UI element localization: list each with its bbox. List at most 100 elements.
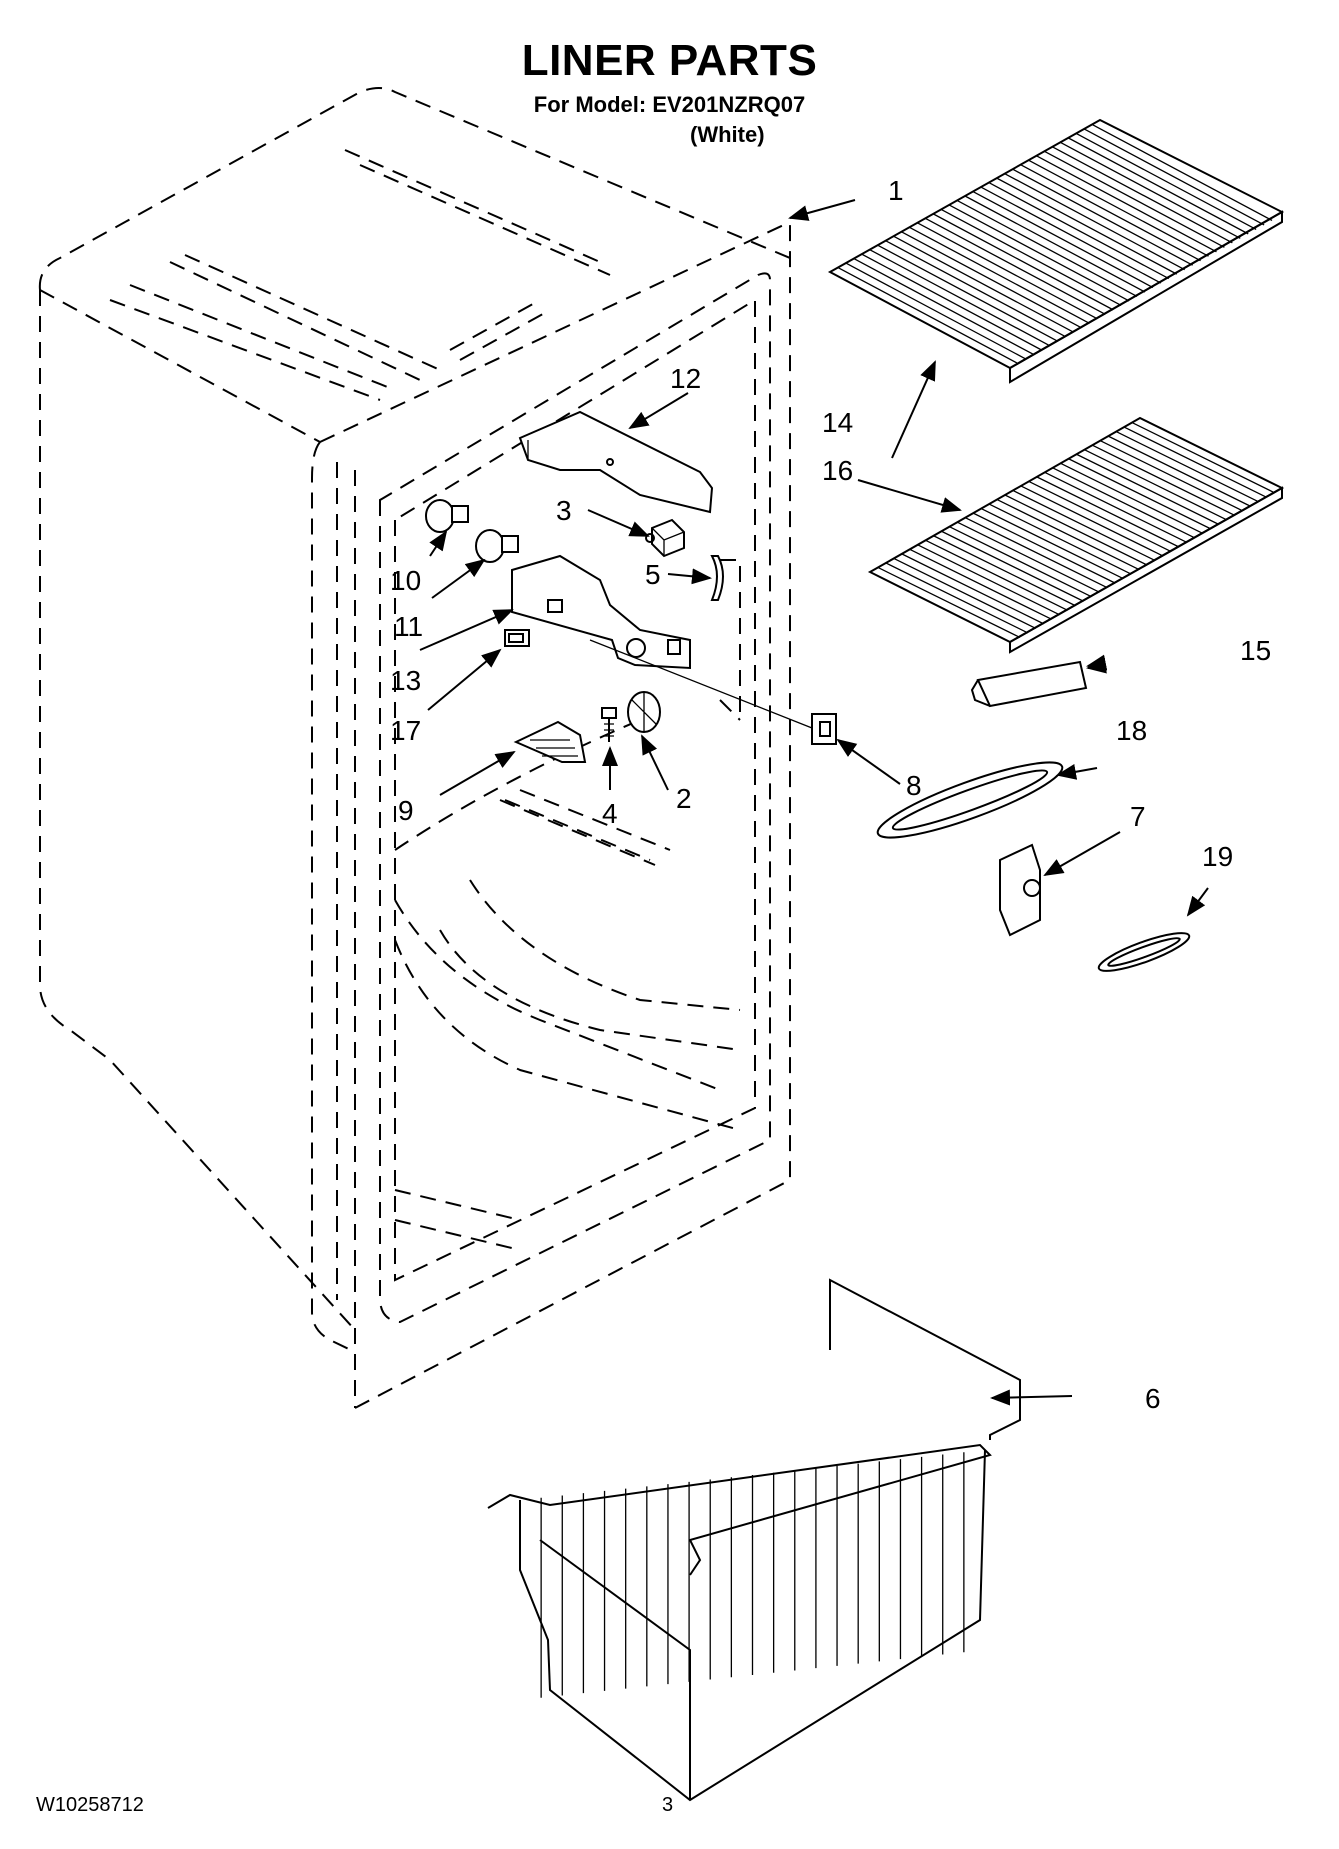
callout-7: 7 xyxy=(1130,801,1146,832)
wire-line xyxy=(957,521,1100,593)
wire-line xyxy=(933,535,1076,607)
wire-line xyxy=(1075,132,1257,230)
air-vent-small-part xyxy=(1097,932,1191,972)
wire-line xyxy=(1091,123,1273,222)
wire-line xyxy=(1123,426,1267,498)
callout-9: 9 xyxy=(398,795,414,826)
wire-line xyxy=(1044,471,1187,543)
wire-line xyxy=(917,544,1060,616)
wire-line xyxy=(1004,173,1186,271)
cabinet-liner xyxy=(38,87,791,1409)
wire-line xyxy=(1036,476,1180,548)
wire-line xyxy=(877,566,1021,639)
document-number: W10258712 xyxy=(36,1794,144,1816)
wire-line xyxy=(996,177,1178,275)
wire-line xyxy=(972,512,1116,584)
page-number: 3 xyxy=(662,1794,674,1816)
wire-line xyxy=(1036,155,1217,253)
wire-line xyxy=(885,562,1029,634)
wire-line xyxy=(1028,159,1209,257)
callout-labels: 1 12 14 16 3 10 5 11 15 13 17 18 8 2 7 9… xyxy=(390,175,1271,1414)
control-knob-part xyxy=(627,691,661,733)
wire-line xyxy=(1115,431,1259,503)
wire-line xyxy=(1020,164,1201,262)
wire-line xyxy=(1012,168,1193,266)
wire-line xyxy=(1084,449,1227,521)
temperature-control-part xyxy=(999,843,1041,937)
wire-line xyxy=(1076,453,1219,525)
wire-line xyxy=(1068,458,1211,530)
callout-12: 12 xyxy=(670,363,701,394)
wire-line xyxy=(901,553,1045,625)
light-cover-part xyxy=(518,410,714,514)
callout-14: 14 xyxy=(822,407,853,438)
wire-line xyxy=(845,262,1027,360)
callout-11: 11 xyxy=(394,611,423,642)
wire-line xyxy=(893,557,1037,629)
wire-line xyxy=(861,253,1043,351)
thermostat-switch-part xyxy=(589,639,837,745)
wire-line xyxy=(1083,128,1265,226)
shelf-clip-part xyxy=(970,660,1088,708)
callout-10: 10 xyxy=(390,565,421,596)
wire-line xyxy=(909,226,1090,324)
wire-line xyxy=(1092,444,1235,516)
light-bulb-part xyxy=(425,499,519,563)
switch-part xyxy=(504,629,530,647)
callout-15: 15 xyxy=(1240,635,1271,666)
wire-line xyxy=(1100,440,1243,512)
light-bracket-part xyxy=(511,554,691,670)
wire-line xyxy=(893,235,1074,333)
freezer-basket-part xyxy=(487,1278,1021,1802)
model-subtitle: For Model: EV201NZRQ07 xyxy=(533,92,806,117)
wire-line xyxy=(853,258,1035,356)
wire-line xyxy=(980,508,1124,580)
callout-5: 5 xyxy=(645,559,661,590)
wire-line xyxy=(837,266,1019,365)
wire-line xyxy=(1060,462,1203,534)
wire-line xyxy=(972,190,1154,289)
wire-line xyxy=(949,526,1092,598)
callout-16: 16 xyxy=(822,455,853,486)
wire-part xyxy=(710,555,724,601)
wire-line xyxy=(925,539,1068,611)
wire-line xyxy=(996,498,1140,571)
lamp-socket-part xyxy=(645,518,685,558)
callout-1: 1 xyxy=(888,175,904,206)
color-variant: (White) xyxy=(690,122,765,147)
callout-6: 6 xyxy=(1145,1383,1161,1414)
wire-line xyxy=(1044,150,1225,248)
wire-shelf-lower xyxy=(867,416,1285,654)
wire-line xyxy=(1052,146,1233,244)
wire-line xyxy=(917,222,1098,320)
wire-shelf-upper xyxy=(827,118,1285,384)
callout-8: 8 xyxy=(906,770,922,801)
callout-2: 2 xyxy=(676,783,692,814)
wire-line xyxy=(1067,137,1249,235)
callout-3: 3 xyxy=(556,495,572,526)
callout-19: 19 xyxy=(1202,841,1233,872)
wire-line xyxy=(1004,494,1148,566)
wire-line xyxy=(909,548,1052,620)
wire-line xyxy=(988,182,1170,280)
wire-line xyxy=(877,244,1058,342)
wire-line xyxy=(948,204,1130,302)
wire-line xyxy=(1052,467,1195,539)
wire-line xyxy=(941,530,1084,602)
wire-line xyxy=(1107,435,1251,507)
callout-13: 13 xyxy=(390,665,421,696)
wire-line xyxy=(940,208,1122,306)
wire-line xyxy=(956,199,1138,298)
wire-line xyxy=(1012,489,1156,562)
wire-line xyxy=(1131,421,1275,494)
wire-line xyxy=(885,240,1066,338)
wire-line xyxy=(980,186,1162,284)
wire-line xyxy=(932,213,1114,311)
page-title: LINER PARTS xyxy=(521,36,818,85)
wire-line xyxy=(988,503,1132,575)
callout-leaders xyxy=(419,199,1209,1406)
wire-line xyxy=(1059,141,1241,239)
wire-line xyxy=(965,517,1108,589)
wire-line xyxy=(869,249,1051,347)
